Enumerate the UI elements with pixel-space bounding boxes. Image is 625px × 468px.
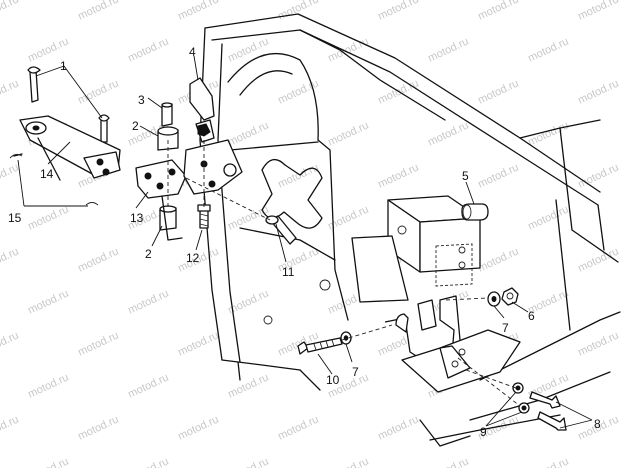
- watermark-text: motod.ru: [0, 77, 21, 106]
- watermark-text: motod.ru: [576, 0, 620, 23]
- callout-13: 13: [130, 211, 144, 225]
- watermark-text: motod.ru: [0, 161, 21, 190]
- callout-7: 7: [352, 365, 359, 379]
- watermark-text: motod.ru: [26, 287, 70, 316]
- watermark-text: motod.ru: [576, 329, 620, 358]
- callout-11: 11: [282, 265, 295, 279]
- watermark-text: motod.ru: [476, 245, 520, 274]
- callout-12: 12: [186, 251, 200, 265]
- watermark-text: motod.ru: [126, 455, 170, 468]
- watermark-text: motod.ru: [326, 455, 370, 468]
- watermark-text: motod.ru: [426, 119, 470, 148]
- leader-lines: [17, 55, 593, 429]
- watermark-text: motod.ru: [426, 455, 470, 468]
- callout-labels: 1 3 4 2 14 13 15 2 12 11 5 6 7 7 10 9 8: [8, 45, 601, 439]
- watermark-text: motod.ru: [426, 35, 470, 64]
- watermark-text: motod.ru: [576, 161, 620, 190]
- watermark-text: motod.ru: [0, 413, 21, 442]
- callout-15: 15: [8, 211, 22, 225]
- watermark-text: motod.ru: [76, 413, 120, 442]
- callout-5: 5: [462, 169, 469, 183]
- watermark-text: motod.ru: [0, 0, 21, 23]
- battery-box: [351, 195, 489, 303]
- watermark-text: motod.ru: [476, 0, 520, 23]
- watermark-text: motod.ru: [176, 413, 220, 442]
- watermark-text: motod.ru: [526, 203, 570, 232]
- callout-7: 7: [502, 321, 509, 335]
- watermark-text: motod.ru: [126, 287, 170, 316]
- watermark-text: motod.ru: [276, 0, 320, 23]
- watermark-text: motod.ru: [76, 245, 120, 274]
- watermark-text: motod.ru: [576, 77, 620, 106]
- watermark-text: motod.ru: [226, 35, 270, 64]
- callout-3: 3: [138, 93, 145, 107]
- callout-8: 8: [594, 417, 601, 431]
- callout-2: 2: [132, 119, 139, 133]
- watermark-text: motod.ru: [0, 245, 21, 274]
- callout-10: 10: [326, 373, 340, 387]
- watermark-text: motod.ru: [26, 371, 70, 400]
- watermark-text: motod.ru: [476, 161, 520, 190]
- watermark-text: motod.ru: [376, 161, 420, 190]
- watermark-text: motod.ru: [126, 35, 170, 64]
- watermark-text: motod.ru: [176, 0, 220, 23]
- watermark-text: motod.ru: [376, 413, 420, 442]
- watermark-text: motod.ru: [0, 329, 21, 358]
- watermark-text: motod.ru: [526, 119, 570, 148]
- callout-9: 9: [480, 425, 487, 439]
- watermark-text: motod.ru: [276, 413, 320, 442]
- watermark-text: motod.ru: [126, 371, 170, 400]
- callout-14: 14: [40, 167, 54, 181]
- watermark-text: motod.ru: [226, 371, 270, 400]
- watermark-text: motod.ru: [476, 77, 520, 106]
- mounting-brackets: [384, 295, 521, 393]
- callout-2: 2: [145, 247, 152, 261]
- callout-6: 6: [528, 309, 535, 323]
- watermark-text: motod.ru: [376, 0, 420, 23]
- left-linkage-assembly: [9, 66, 297, 245]
- watermark-text: motod.ru: [526, 455, 570, 468]
- watermark-text: motod.ru: [76, 0, 120, 23]
- callout-1: 1: [60, 59, 67, 73]
- watermark-text: motod.ru: [226, 119, 270, 148]
- watermark-text: motod.ru: [26, 203, 70, 232]
- watermark-text: motod.ru: [276, 161, 320, 190]
- watermark-text: motod.ru: [326, 119, 370, 148]
- watermark-text: motod.ru: [526, 35, 570, 64]
- watermark-text: motod.ru: [26, 455, 70, 468]
- frame-structure: [199, 13, 621, 447]
- watermark-text: motod.ru: [576, 245, 620, 274]
- watermark-text: motod.ru: [176, 329, 220, 358]
- watermark-text: motod.ru: [76, 329, 120, 358]
- callout-4: 4: [189, 45, 196, 59]
- watermark-text: motod.ru: [226, 455, 270, 468]
- fasteners: [297, 287, 567, 431]
